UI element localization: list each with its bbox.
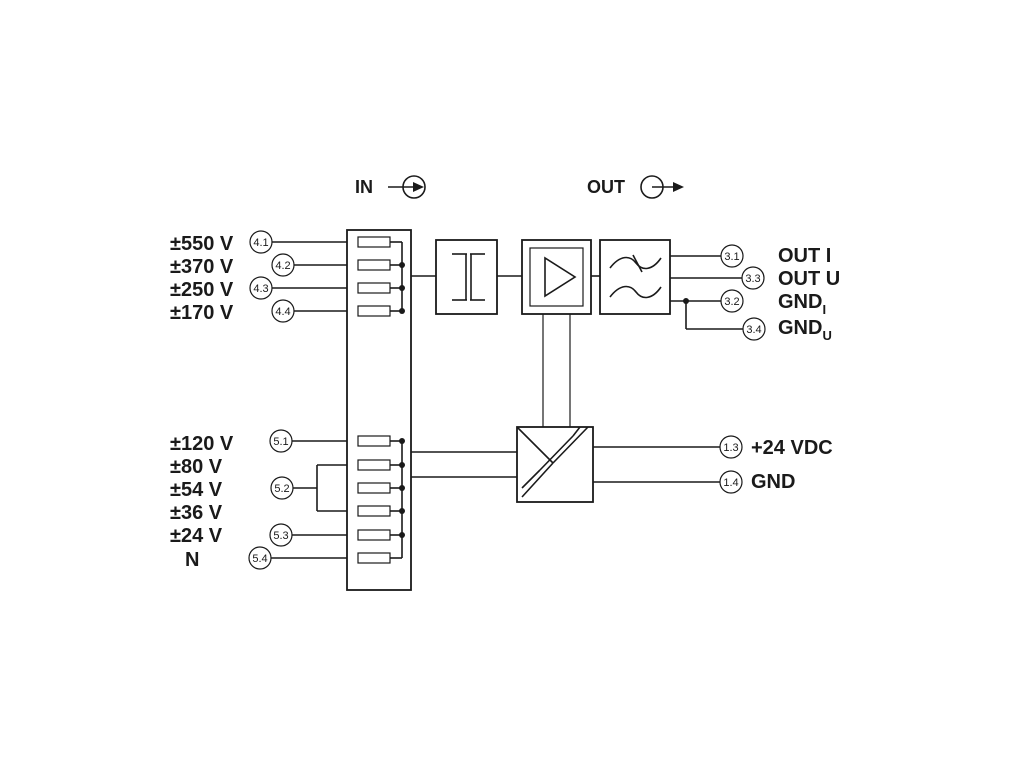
supply-wires [593,446,720,483]
terminal-3-1: 3.1 [720,244,744,268]
terminal-4-2: 4.2 [271,253,295,277]
svg-text:5.4: 5.4 [252,553,267,565]
output-wires [670,255,743,330]
terminal-5-3: 5.3 [269,523,293,547]
svg-text:4.4: 4.4 [275,306,290,318]
svg-text:4.2: 4.2 [275,260,290,272]
svg-text:3.4: 3.4 [746,324,761,336]
isolation-icon [452,253,485,301]
range-label-36: ±36 V [170,502,223,524]
isolation-block [435,239,498,315]
range-label-n: N [185,549,199,571]
svg-text:5.2: 5.2 [274,483,289,495]
svg-text:4.3: 4.3 [253,283,268,295]
range-label-54: ±54 V [170,479,223,501]
out-arrow-icon [640,175,684,199]
svg-text:1.4: 1.4 [723,477,738,489]
terminal-3-2: 3.2 [720,289,744,313]
svg-text:1.3: 1.3 [723,442,738,454]
supply-label-24vdc: +24 VDC [751,437,833,459]
input-wires [271,241,358,559]
terminal-3-3: 3.3 [741,266,765,290]
svg-text:3.3: 3.3 [745,273,760,285]
filter-icon [609,254,662,299]
svg-text:5.1: 5.1 [273,436,288,448]
output-label-gnd-i: GNDI [778,291,826,317]
amplifier-to-converter-wires [542,314,571,427]
output-label-out-i: OUT I [778,245,831,267]
range-label-370: ±370 V [170,256,234,278]
power-converter-block [516,426,594,503]
terminal-3-4: 3.4 [742,317,766,341]
out-label: OUT [587,177,625,197]
range-label-250: ±250 V [170,279,234,301]
filter-block [599,239,671,315]
terminal-5-2: 5.2 [270,476,294,500]
supply-label-gnd: GND [751,471,795,493]
amplifier-icon [544,256,577,298]
terminal-1-3: 1.3 [719,435,743,459]
in-label: IN [355,177,373,197]
output-label-out-u: OUT U [778,268,840,290]
terminal-4-4: 4.4 [271,299,295,323]
converter-icon [516,426,589,498]
terminal-4-1: 4.1 [249,230,273,254]
svg-text:3.2: 3.2 [724,296,739,308]
range-label-80: ±80 V [170,456,223,478]
input-divider-block [346,229,412,591]
svg-text:4.1: 4.1 [253,237,268,249]
range-label-170: ±170 V [170,302,234,324]
amplifier-block [521,239,592,315]
terminal-5-4: 5.4 [248,546,272,570]
in-arrow-icon [388,175,426,199]
terminal-4-3: 4.3 [249,276,273,300]
range-label-120: ±120 V [170,433,234,455]
output-label-gnd-u: GNDU [778,317,832,343]
range-label-24: ±24 V [170,525,223,547]
range-label-550: ±550 V [170,233,234,255]
terminal-1-4: 1.4 [719,470,743,494]
svg-text:5.3: 5.3 [273,530,288,542]
divider-to-converter-wires [411,451,517,478]
svg-text:3.1: 3.1 [724,251,739,263]
terminal-5-1: 5.1 [269,429,293,453]
